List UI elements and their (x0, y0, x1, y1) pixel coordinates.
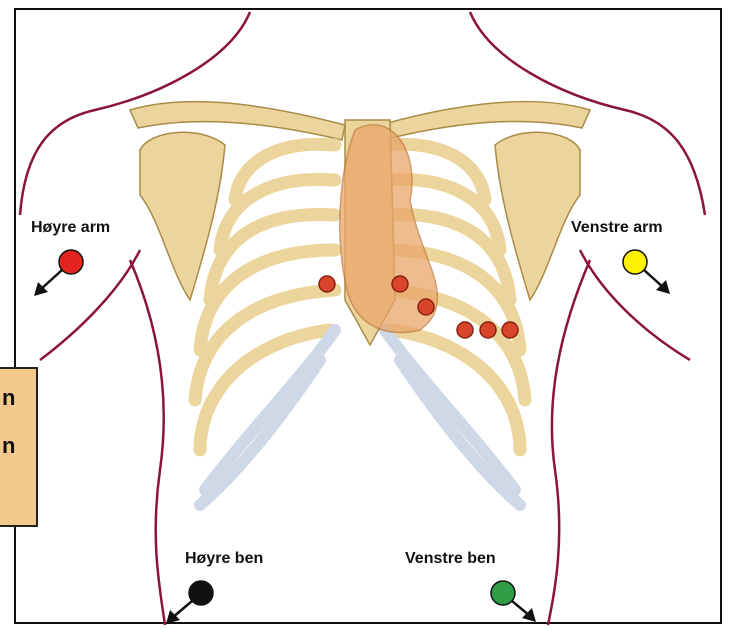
side-info-line-1: n (2, 385, 15, 411)
side-info-box: n n (0, 367, 38, 527)
chest-electrode-v5 (480, 322, 496, 338)
side-info-line-2: n (2, 433, 15, 459)
left-arm-electrode (623, 250, 670, 294)
chest-electrode-v4 (457, 322, 473, 338)
right-leg-label: Høyre ben (185, 550, 263, 568)
right-arm-label: Høyre arm (31, 219, 110, 237)
chest-electrode-v3 (418, 299, 434, 315)
chest-electrode-v1 (319, 276, 335, 292)
left-arm-label: Venstre arm (571, 219, 663, 237)
left-leg-electrode (491, 581, 536, 622)
right-leg-electrode (166, 581, 213, 624)
chest-electrode-v2 (392, 276, 408, 292)
chest-electrode-v6 (502, 322, 518, 338)
left-leg-label: Venstre ben (405, 550, 496, 568)
right-arm-electrode (34, 250, 83, 296)
